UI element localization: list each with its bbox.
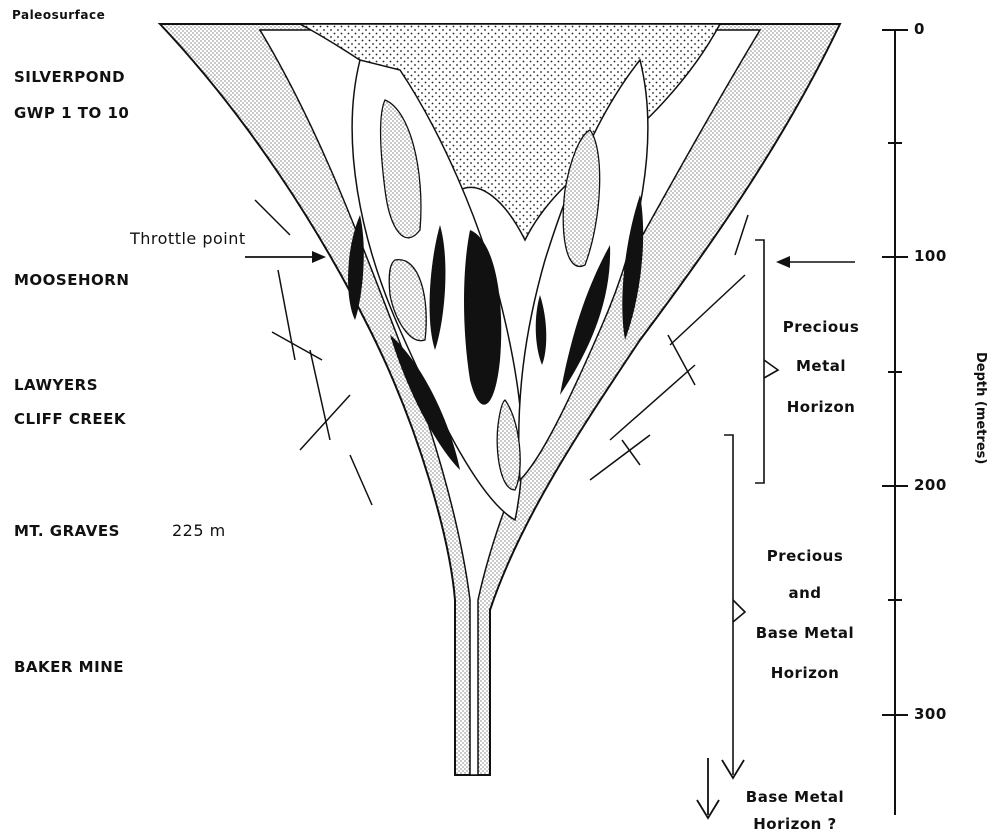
deposit-mt-graves: MT. GRAVES: [14, 522, 120, 540]
throttle-arrowhead: [312, 251, 326, 263]
precious-base-line4: Horizon: [745, 664, 865, 682]
precious-horizon-line1: Precious: [776, 318, 866, 336]
deposit-cliff-creek: CLIFF CREEK: [14, 410, 126, 428]
base-horizon-line2: Horizon ?: [735, 815, 855, 833]
precious-base-line1: Precious: [745, 547, 865, 565]
precious-arrowhead: [776, 256, 790, 268]
depth-tick-100: 100: [914, 247, 947, 265]
precious-bracket: [755, 240, 764, 483]
depth-tick-300: 300: [914, 705, 947, 723]
precious-base-line2: and: [745, 584, 865, 602]
depth-tick-0: 0: [914, 20, 925, 38]
paleosurface-label: Paleosurface: [12, 8, 105, 22]
mt-graves-depth: 225 m: [172, 521, 226, 540]
precious-horizon-line3: Horizon: [776, 398, 866, 416]
deposit-gwp: GWP 1 TO 10: [14, 104, 129, 122]
precious-horizon-line2: Metal: [776, 357, 866, 375]
deposit-lawyers: LAWYERS: [14, 376, 98, 394]
precious-base-line3: Base Metal: [745, 624, 865, 642]
precious-base-bracket: [724, 435, 733, 775]
deposit-silverpond: SILVERPOND: [14, 68, 125, 86]
deposit-baker-mine: BAKER MINE: [14, 658, 124, 676]
throttle-point-label: Throttle point: [130, 229, 246, 248]
depth-axis-label: Depth (metres): [973, 352, 988, 464]
depth-tick-200: 200: [914, 476, 947, 494]
base-horizon-line1: Base Metal: [735, 788, 855, 806]
deposit-moosehorn: MOOSEHORN: [14, 271, 129, 289]
